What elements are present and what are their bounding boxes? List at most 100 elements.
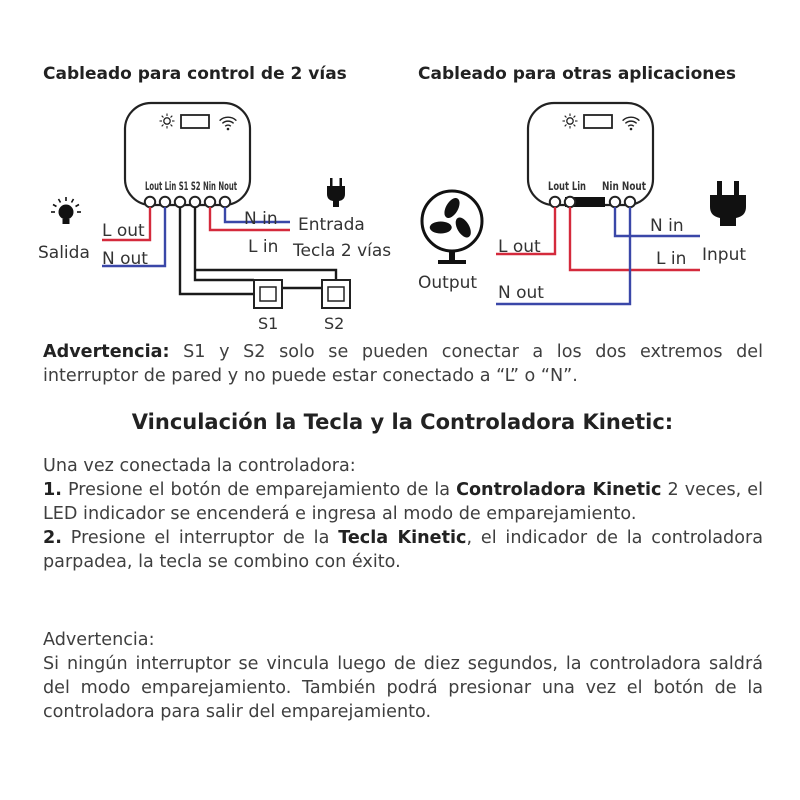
right-controller <box>526 101 655 207</box>
led-ray <box>161 124 164 127</box>
label-right-n-in: N in <box>650 216 684 236</box>
step-1-text-a: Presione el botón de emparejamiento de l… <box>61 480 457 500</box>
label-left-l-out: L out <box>102 221 145 241</box>
switch-s2 <box>321 279 351 309</box>
led-icon <box>163 117 171 125</box>
wifi-icon <box>221 120 235 124</box>
step-2-number: 2. <box>43 528 62 548</box>
plug-prong <box>339 178 342 186</box>
fan-blade <box>429 221 452 234</box>
fan-blade <box>444 198 460 218</box>
left-l-out-wire <box>102 207 152 242</box>
left-s2-wire <box>193 207 254 282</box>
label-entrada: Entrada <box>298 215 365 235</box>
right-n-in-wire <box>613 207 700 238</box>
wifi-icon <box>219 116 237 122</box>
plug-prong <box>734 181 739 195</box>
controller-button <box>583 114 613 129</box>
right-terminal-screw <box>548 195 562 209</box>
plug-body <box>710 195 746 226</box>
right-terminal-screw <box>563 195 577 209</box>
controller-body <box>123 101 252 207</box>
warning-2-label: Advertencia: <box>43 630 155 650</box>
fan-base <box>438 260 466 264</box>
right-diagram-title: Cableado para otras aplicaciones <box>418 64 737 84</box>
bulb-ray <box>70 198 75 203</box>
led-ray <box>564 115 567 118</box>
light-bulb-icon <box>51 197 81 224</box>
warning-timeout: Advertencia: Si ningún interruptor se vi… <box>43 628 763 724</box>
label-left-l-in: L in <box>248 237 278 257</box>
right-terminal-screw <box>623 195 637 209</box>
pairing-heading: Vinculación la Tecla y la Controladora K… <box>131 410 674 434</box>
led-ray <box>573 124 576 127</box>
step-1-number: 1. <box>43 480 62 500</box>
label-left-n-out: N out <box>102 249 148 269</box>
pairing-steps: Una vez conectada la controladora: 1. Pr… <box>43 454 763 574</box>
led-ray <box>170 124 173 127</box>
fan-hub <box>448 217 456 225</box>
bulb-base <box>62 219 70 224</box>
plug-body <box>327 186 345 207</box>
wifi-icon <box>622 116 640 122</box>
fan-icon <box>420 189 484 264</box>
right-terminal-labels-left: Lout Lin <box>548 179 586 193</box>
label-right-l-out: L out <box>498 237 541 257</box>
label-s2: S2 <box>324 314 344 333</box>
wifi-icon <box>627 124 635 127</box>
plug-prong <box>717 181 722 195</box>
left-terminal-screw <box>143 195 157 209</box>
left-terminal-screw <box>158 195 172 209</box>
warning-wiring: Advertencia: S1 y S2 solo se pueden cone… <box>43 340 763 388</box>
led-ray <box>564 124 567 127</box>
right-terminal-labels-right: Nin Nout <box>602 179 646 193</box>
wifi-dot <box>629 127 633 131</box>
plug-prong <box>330 178 333 186</box>
plug-icon-right <box>710 181 746 226</box>
bulb-ray <box>52 203 57 208</box>
right-n-out-wire <box>496 207 632 306</box>
led-ray <box>573 115 576 118</box>
led-icon <box>566 117 574 125</box>
step-2-product: Tecla Kinetic <box>338 528 467 548</box>
fan-blade <box>455 217 471 238</box>
warning-text: S1 y S2 solo se pueden conectar a los do… <box>43 342 763 386</box>
right-jumper <box>565 197 605 207</box>
left-terminal-screw <box>203 195 217 209</box>
led-ray <box>161 115 164 118</box>
label-right-n-out: N out <box>498 283 544 303</box>
right-l-in-wire <box>568 207 700 272</box>
switch-s1 <box>253 279 283 309</box>
left-diagram-title: Cableado para control de 2 vías <box>43 64 347 84</box>
wifi-icon <box>624 120 638 124</box>
label-output: Output <box>418 273 477 293</box>
step-2-text-b: , el indicador de la controladora parpad… <box>43 528 764 572</box>
steps-intro: Una vez conectada la controladora: <box>43 456 356 476</box>
switch-rocker <box>259 286 277 302</box>
left-terminal-screw <box>188 195 202 209</box>
left-controller <box>123 101 252 207</box>
right-terminal-screw <box>608 195 622 209</box>
step-1-product: Controladora Kinetic <box>456 480 662 500</box>
bulb-ray <box>57 198 62 203</box>
bulb-ray <box>75 203 80 208</box>
left-n-in-wire <box>223 207 290 224</box>
left-terminal-screw <box>218 195 232 209</box>
led-ray <box>170 115 173 118</box>
wifi-dot <box>226 127 230 131</box>
label-tecla: Tecla 2 vías <box>292 241 391 261</box>
step-1-text-b: 2 veces, el LED indicador se encenderá e… <box>43 480 763 524</box>
label-input: Input <box>702 245 746 265</box>
controller-button <box>180 114 210 129</box>
label-salida: Salida <box>38 243 90 263</box>
left-n-out-wire <box>102 207 167 268</box>
warning-label: Advertencia: <box>43 342 170 362</box>
wifi-icon <box>224 124 232 127</box>
plug-icon <box>327 178 345 207</box>
switch-rocker <box>327 286 345 302</box>
label-left-n-in: N in <box>244 209 278 229</box>
left-terminal-screw <box>173 195 187 209</box>
fan-stand <box>449 251 455 261</box>
right-l-out-wire <box>496 207 557 256</box>
